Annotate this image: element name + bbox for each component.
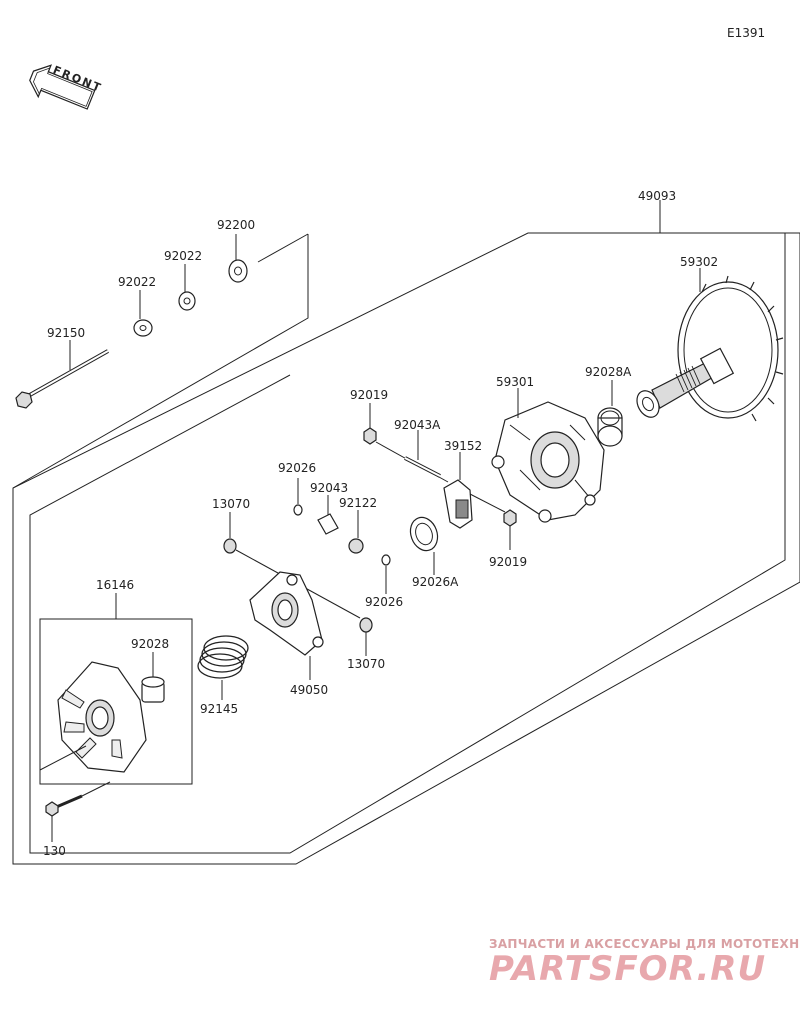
- roller-13070-top: [223, 538, 237, 554]
- label-92022-right: 92022: [164, 249, 202, 263]
- nut-92019-top: [363, 427, 377, 445]
- label-59301: 59301: [496, 375, 534, 389]
- weight-39152: [443, 479, 473, 529]
- nut-92019-bottom: [503, 509, 517, 527]
- bushing-92028A: [597, 407, 623, 447]
- spider-49050: [249, 571, 324, 656]
- roller-13070-bottom: [359, 617, 373, 633]
- sheave-59302: [636, 275, 784, 422]
- label-130: 130: [43, 844, 66, 858]
- label-92026-bottom: 92026: [365, 595, 403, 609]
- washer-92022-left: [133, 319, 153, 337]
- bushing-92028: [141, 676, 165, 703]
- label-49050: 49050: [290, 683, 328, 697]
- pin-92043: [317, 513, 339, 535]
- label-92043A: 92043A: [394, 418, 441, 432]
- watermark-tagline: ЗАПЧАСТИ И АКСЕССУАРЫ ДЛЯ МОТОТЕХНИКИ: [489, 937, 800, 951]
- bolt-92150: [15, 349, 109, 409]
- label-92145: 92145: [200, 702, 238, 716]
- label-92043: 92043: [310, 481, 348, 495]
- label-92028A: 92028A: [585, 365, 632, 379]
- label-92150: 92150: [47, 326, 85, 340]
- washer-92026-bottom: [381, 554, 391, 566]
- label-92028: 92028: [131, 637, 169, 651]
- washer-group-bracket: [12, 234, 309, 489]
- assembly-inner-line: [29, 233, 786, 854]
- label-13070-top: 13070: [212, 497, 250, 511]
- pin-92043A: [404, 456, 441, 478]
- bolt-130: [45, 794, 83, 817]
- label-13070-bottom: 13070: [347, 657, 385, 671]
- washer-92022-right: [178, 291, 196, 311]
- label-92019-top: 92019: [350, 388, 388, 402]
- washer-92200: [228, 259, 248, 283]
- watermark-brand: PARTSFOR.RU: [489, 949, 766, 989]
- label-92200: 92200: [217, 218, 255, 232]
- label-92122: 92122: [339, 496, 377, 510]
- label-92022-left: 92022: [118, 275, 156, 289]
- label-39152: 39152: [444, 439, 482, 453]
- label-16146: 16146: [96, 578, 134, 592]
- label-92019-bottom: 92019: [489, 555, 527, 569]
- label-92026-top: 92026: [278, 461, 316, 475]
- collar-92122: [348, 538, 364, 554]
- label-49093: 49093: [638, 189, 676, 203]
- label-59302: 59302: [680, 255, 718, 269]
- washer-92026A: [409, 516, 439, 552]
- diagram-code: E1391: [727, 26, 765, 40]
- washer-92026-top: [293, 504, 303, 516]
- front-arrow-icon: [29, 64, 96, 110]
- fan-sheave-16146: [57, 661, 147, 773]
- spring-92145: [197, 635, 249, 679]
- spider-59301: [491, 401, 605, 523]
- label-92026A: 92026A: [412, 575, 459, 589]
